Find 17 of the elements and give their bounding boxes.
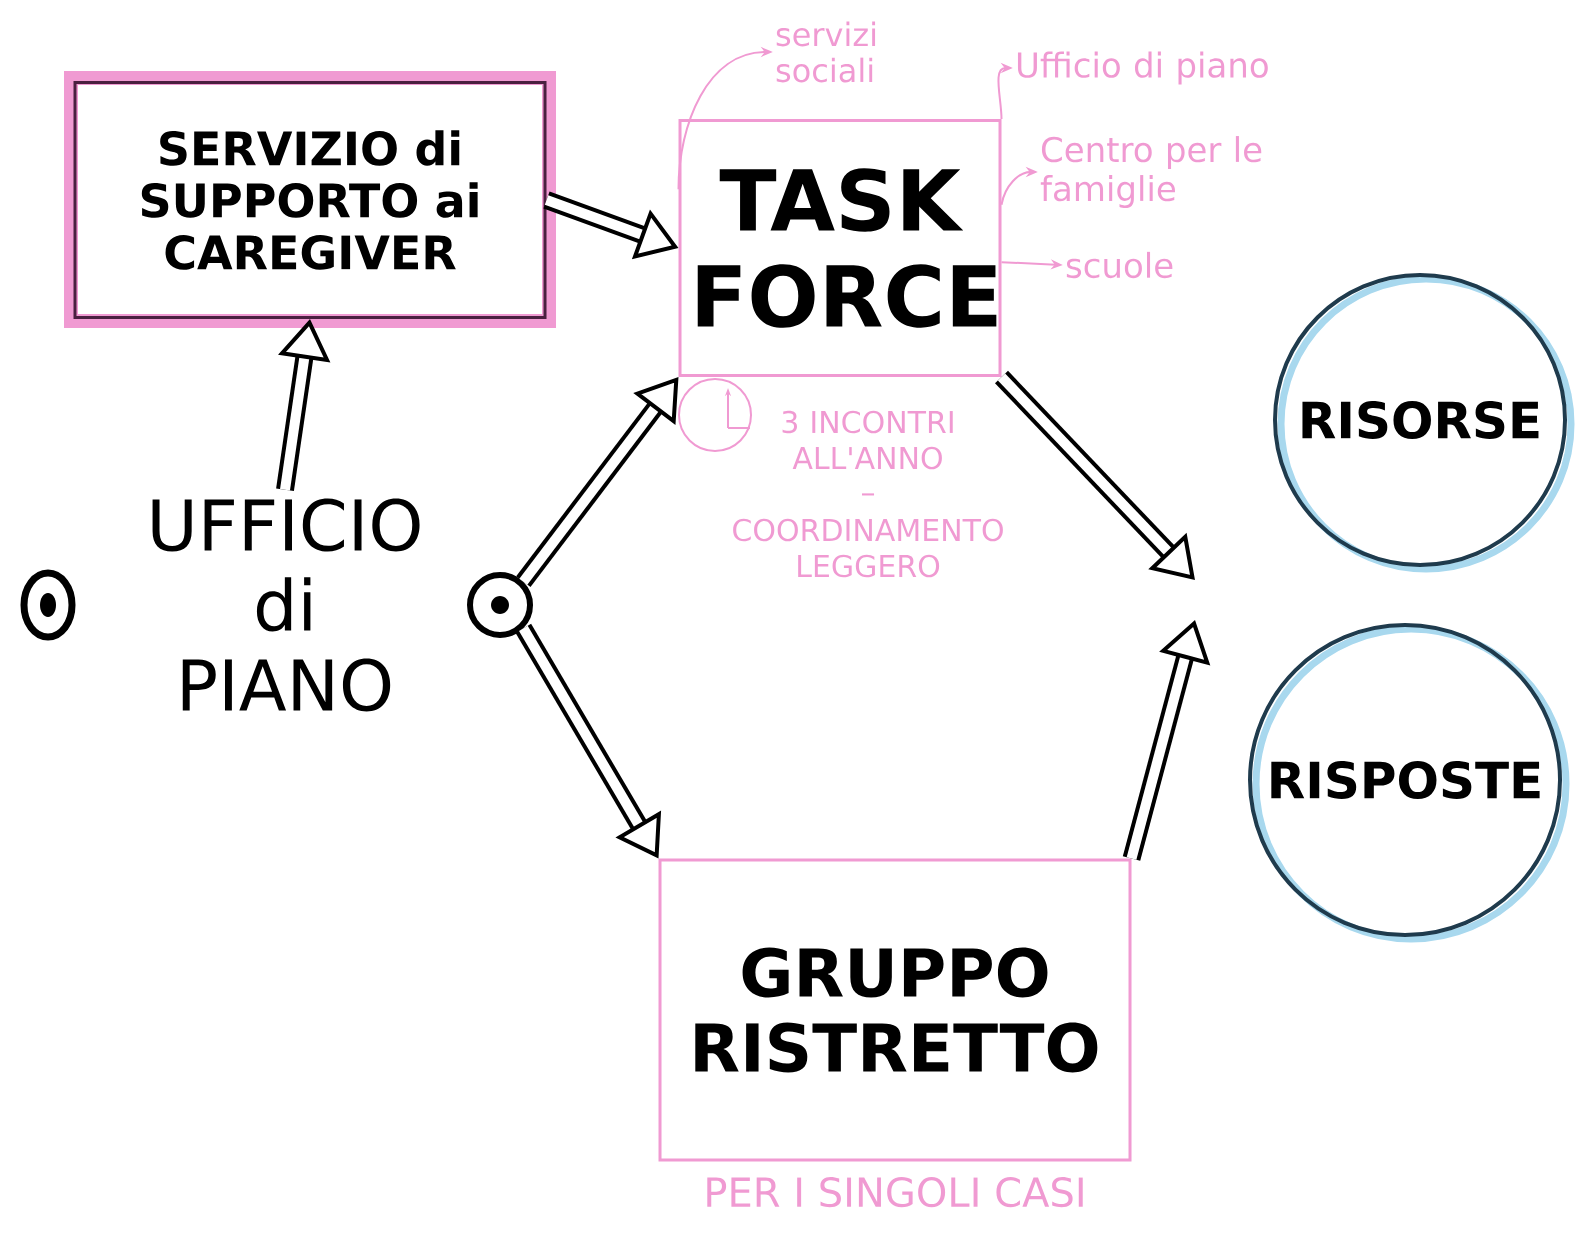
arrow: [995, 370, 1195, 580]
circle-node: RISORSE: [1273, 273, 1575, 573]
caption-text: PER I SINGOLI CASI: [707, 1177, 1083, 1208]
junction-circle: [467, 572, 533, 638]
arrow: [516, 377, 679, 588]
circle-node: RISPOSTE: [1248, 623, 1570, 943]
process-box: GRUPPO RISTRETTO: [658, 858, 1132, 1162]
note-text: COORDINAMENTO LEGGERO: [733, 518, 1003, 578]
process-box: TASK FORCE: [678, 119, 1002, 377]
heading-text: UFFICIO di PIANO: [152, 498, 420, 712]
note-text: 3 INCONTRI ALL'ANNO: [782, 410, 953, 470]
process-box: SERVIZIO di SUPPORTO ai CAREGIVER: [64, 71, 556, 328]
note-text: Centro per le famiglie: [1040, 136, 1262, 208]
note-text: –: [861, 493, 875, 496]
note-text: servizi sociali: [776, 21, 876, 83]
note-text: scuole: [1066, 251, 1173, 279]
note-text: Ufficio di piano: [1017, 51, 1268, 85]
